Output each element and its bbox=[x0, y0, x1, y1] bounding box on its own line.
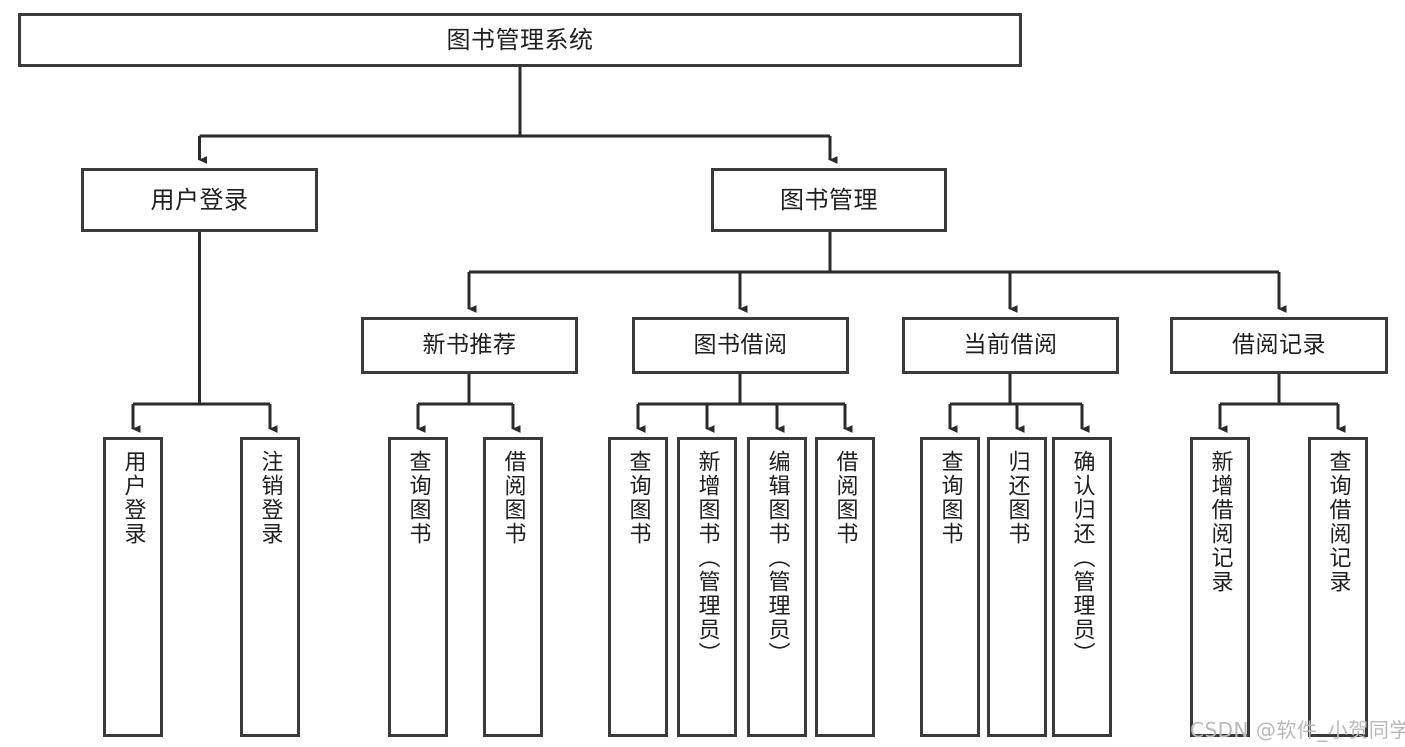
node-label: 新书推荐 bbox=[422, 331, 517, 358]
node-new-book-recommendation[interactable]: 新书推荐 bbox=[361, 317, 578, 374]
node-label: 查询图书 bbox=[625, 450, 651, 546]
node-leaf-query-books-current[interactable]: 查询图书 bbox=[920, 437, 980, 737]
node-borrowing-record[interactable]: 借阅记录 bbox=[1170, 317, 1388, 374]
node-leaf-confirm-return-admin[interactable]: 确认归还（管理员） bbox=[1052, 437, 1112, 737]
node-leaf-return-books[interactable]: 归还图书 bbox=[987, 437, 1047, 737]
node-leaf-user-login[interactable]: 用户登录 bbox=[103, 437, 163, 737]
node-label: 注销登录 bbox=[257, 450, 283, 546]
node-label: 图书管理 bbox=[780, 185, 878, 214]
node-label: 图书管理系统 bbox=[446, 25, 594, 54]
node-label: 用户登录 bbox=[120, 450, 146, 546]
node-leaf-add-book-admin[interactable]: 新增图书（管理员） bbox=[677, 437, 737, 737]
node-label: 当前借阅 bbox=[963, 331, 1058, 358]
node-label: 新增借阅记录 bbox=[1207, 450, 1233, 594]
node-leaf-edit-book-admin[interactable]: 编辑图书（管理员） bbox=[747, 437, 807, 737]
node-label: 借阅图书 bbox=[500, 450, 526, 546]
node-label: 查询图书 bbox=[937, 450, 963, 546]
node-leaf-borrow-books[interactable]: 借阅图书 bbox=[815, 437, 875, 737]
node-label: 查询图书 bbox=[405, 450, 431, 546]
node-label: 新增图书（管理员） bbox=[694, 450, 720, 666]
node-leaf-borrow-books-recommend[interactable]: 借阅图书 bbox=[483, 437, 543, 737]
node-user-login[interactable]: 用户登录 bbox=[81, 168, 318, 232]
node-label: 用户登录 bbox=[150, 185, 249, 214]
node-label: 查询借阅记录 bbox=[1325, 450, 1351, 594]
node-book-borrowing[interactable]: 图书借阅 bbox=[632, 317, 849, 374]
node-label: 借阅图书 bbox=[832, 450, 858, 546]
csdn-watermark: CSDN @软件_小贺同学 bbox=[1190, 718, 1405, 742]
node-label: 图书借阅 bbox=[693, 331, 788, 358]
node-leaf-query-borrow-record[interactable]: 查询借阅记录 bbox=[1308, 437, 1368, 737]
node-leaf-logout[interactable]: 注销登录 bbox=[240, 437, 300, 737]
node-leaf-add-borrow-record[interactable]: 新增借阅记录 bbox=[1190, 437, 1250, 737]
node-label: 编辑图书（管理员） bbox=[764, 450, 790, 666]
node-current-borrowing[interactable]: 当前借阅 bbox=[902, 317, 1119, 374]
node-label: 确认归还（管理员） bbox=[1069, 450, 1095, 666]
node-leaf-query-books-borrow[interactable]: 查询图书 bbox=[608, 437, 668, 737]
node-label: 借阅记录 bbox=[1232, 331, 1326, 358]
node-label: 归还图书 bbox=[1004, 450, 1030, 546]
node-leaf-query-books-recommend[interactable]: 查询图书 bbox=[388, 437, 448, 737]
node-root-book-management-system[interactable]: 图书管理系统 bbox=[18, 13, 1022, 67]
node-book-management[interactable]: 图书管理 bbox=[711, 168, 947, 232]
